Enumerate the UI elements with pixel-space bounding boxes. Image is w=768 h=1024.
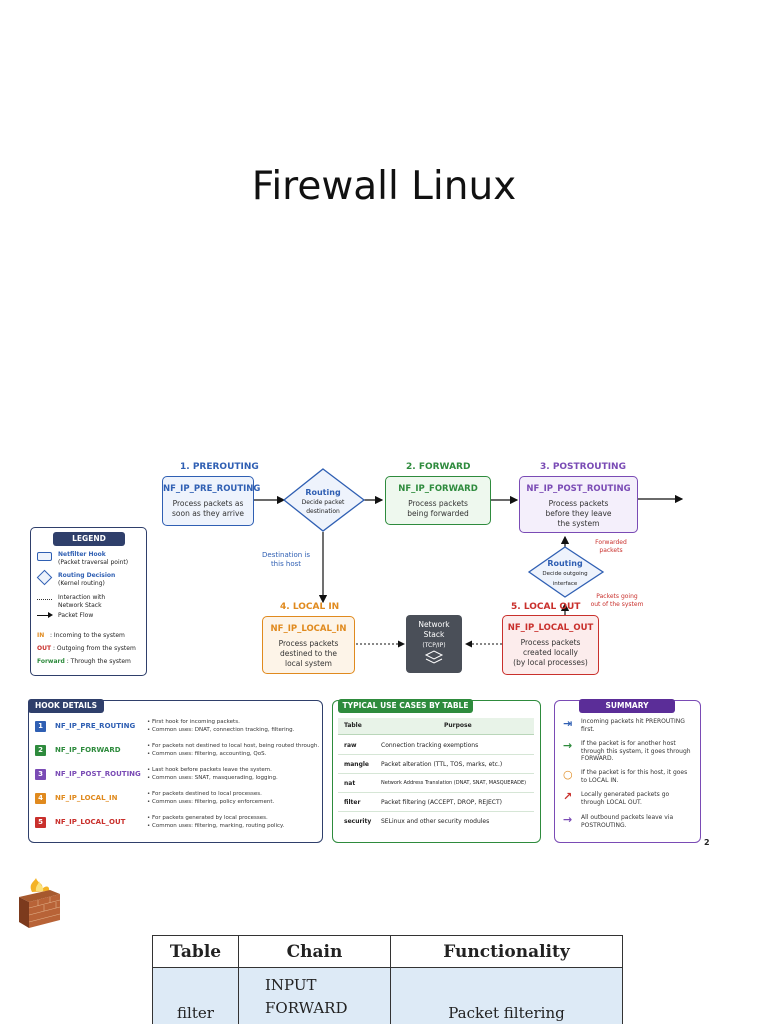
routing-decision-label: Routing Decide packet destination xyxy=(301,488,345,515)
hook-detail-row: 4 NF_IP_LOCAL_IN • For packets destined … xyxy=(35,791,320,811)
netfilter-diagram: 1. PREROUTING 2. FORWARD 3. POSTROUTING … xyxy=(14,452,712,848)
hook-name: NF_IP_POST_ROUTING xyxy=(526,484,631,494)
legend-forward: Forward : Through the system xyxy=(37,658,131,665)
layers-icon xyxy=(424,650,444,664)
hook-detail-row: 3 NF_IP_POST_ROUTING • Last hook before … xyxy=(35,767,320,787)
hook-details-panel: HOOK DETAILS 1 NF_IP_PRE_ROUTING • First… xyxy=(28,699,323,843)
hook-name: NF_IP_PRE_ROUTING xyxy=(163,484,261,494)
page-number: 2 xyxy=(704,838,710,847)
hook-detail-row: 1 NF_IP_PRE_ROUTING • First hook for inc… xyxy=(35,719,320,739)
dotted-line-icon xyxy=(37,599,52,600)
hook-name: NF_IP_FORWARD xyxy=(398,484,478,494)
summary-title: SUMMARY xyxy=(579,699,675,713)
hook-name: NF_IP_LOCAL_IN xyxy=(270,624,347,634)
use-cases-title: TYPICAL USE CASES BY TABLE xyxy=(338,699,473,713)
legend-title: LEGEND xyxy=(53,532,125,546)
table-header-row: Table Chain Functionality xyxy=(152,935,623,968)
summary-row: ○ If the packet is for this host, it goe… xyxy=(563,768,688,784)
hook-detail-row: 2 NF_IP_FORWARD • For packets not destin… xyxy=(35,743,320,763)
right-arrow-icon: → xyxy=(563,739,573,752)
legend-hook: Netfilter Hook(Packet traversal point) xyxy=(58,551,129,566)
up-right-arrow-icon: ↗ xyxy=(563,790,573,803)
header-functionality: Functionality xyxy=(390,935,623,968)
legend-routing: Routing Decision(Kernel routing) xyxy=(58,572,116,587)
legend-in: IN : Incoming to the system xyxy=(37,632,125,639)
cell-table: filter xyxy=(152,967,239,1024)
routing-decision-diamond xyxy=(527,546,605,598)
legend-flow: Packet Flow xyxy=(58,612,94,619)
hook-details-title: HOOK DETAILS xyxy=(28,699,104,713)
network-stack-box xyxy=(406,615,462,673)
stage-header: 5. LOCAL OUT xyxy=(511,602,581,612)
slide-title: Firewall Linux xyxy=(251,164,517,209)
arrow-line-icon xyxy=(37,615,50,616)
legend-out: OUT : Outgoing from the system xyxy=(37,645,136,652)
stage-header: 2. FORWARD xyxy=(406,462,471,472)
stage-header: 4. LOCAL IN xyxy=(280,602,340,612)
diagram-connectors xyxy=(254,468,684,673)
legend-panel: LEGEND Netfilter Hook(Packet traversal p… xyxy=(30,527,147,676)
right-arrow-icon: → xyxy=(563,813,573,826)
diamond-shape-icon xyxy=(36,569,53,586)
arrow-head-icon xyxy=(48,612,53,618)
header-table: Table xyxy=(152,935,239,968)
summary-panel: SUMMARY ⇥ Incoming packets hit PREROUTIN… xyxy=(554,699,701,843)
hook-detail-row: 5 NF_IP_LOCAL_OUT • For packets generate… xyxy=(35,815,320,835)
stage-header: 3. POSTROUTING xyxy=(540,462,626,472)
merge-arrow-icon: ⇥ xyxy=(563,717,573,730)
routing-decision-diamond xyxy=(282,468,366,532)
brick-firewall-icon xyxy=(19,878,61,928)
hook-name: NF_IP_LOCAL_OUT xyxy=(507,623,594,633)
use-cases-panel: TYPICAL USE CASES BY TABLE Table Purpose… xyxy=(332,699,541,843)
header-chain: Chain xyxy=(238,935,391,968)
network-stack-label: Network Stack (TCP/IP) xyxy=(418,620,450,649)
stage-header: 1. PREROUTING xyxy=(180,462,259,472)
routing-decision-label: Routing Decide outgoing interface xyxy=(542,559,588,587)
hook-shape-icon xyxy=(37,552,52,561)
circle-icon: ○ xyxy=(563,768,573,781)
cell-functionality: Packet filtering xyxy=(390,967,623,1024)
use-cases-header: Table Purpose xyxy=(338,718,534,735)
